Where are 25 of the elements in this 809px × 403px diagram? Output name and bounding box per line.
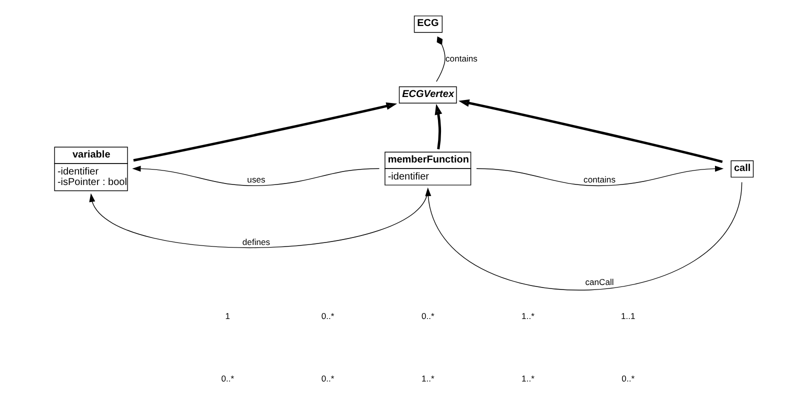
connector bbox=[436, 36, 445, 82]
arrow bbox=[424, 182, 742, 290]
label: 0..* bbox=[420, 311, 434, 322]
edge-label: uses bbox=[246, 174, 265, 185]
node-box: call bbox=[730, 160, 754, 178]
edge-label: defines bbox=[242, 236, 270, 247]
label: 1..* bbox=[420, 373, 434, 384]
label: 0..* bbox=[621, 373, 634, 384]
label: 0..* bbox=[220, 373, 234, 384]
arrow bbox=[476, 166, 724, 186]
label: 1..1 bbox=[620, 311, 635, 322]
label: 1 bbox=[224, 311, 230, 322]
edge-label: contains bbox=[445, 53, 477, 64]
arrow bbox=[434, 104, 442, 150]
label: 1..* bbox=[521, 373, 534, 384]
edge-label: contains bbox=[583, 174, 615, 185]
node-box: ECGVertex bbox=[398, 86, 456, 104]
node-box: ECG bbox=[413, 16, 442, 33]
edge-label: canCall bbox=[584, 276, 614, 287]
arrow bbox=[458, 99, 722, 163]
arrow bbox=[132, 166, 380, 186]
arrow bbox=[132, 102, 397, 162]
label: 0..* bbox=[320, 373, 334, 384]
label: 1..* bbox=[521, 311, 534, 322]
label: 0..* bbox=[320, 311, 334, 322]
